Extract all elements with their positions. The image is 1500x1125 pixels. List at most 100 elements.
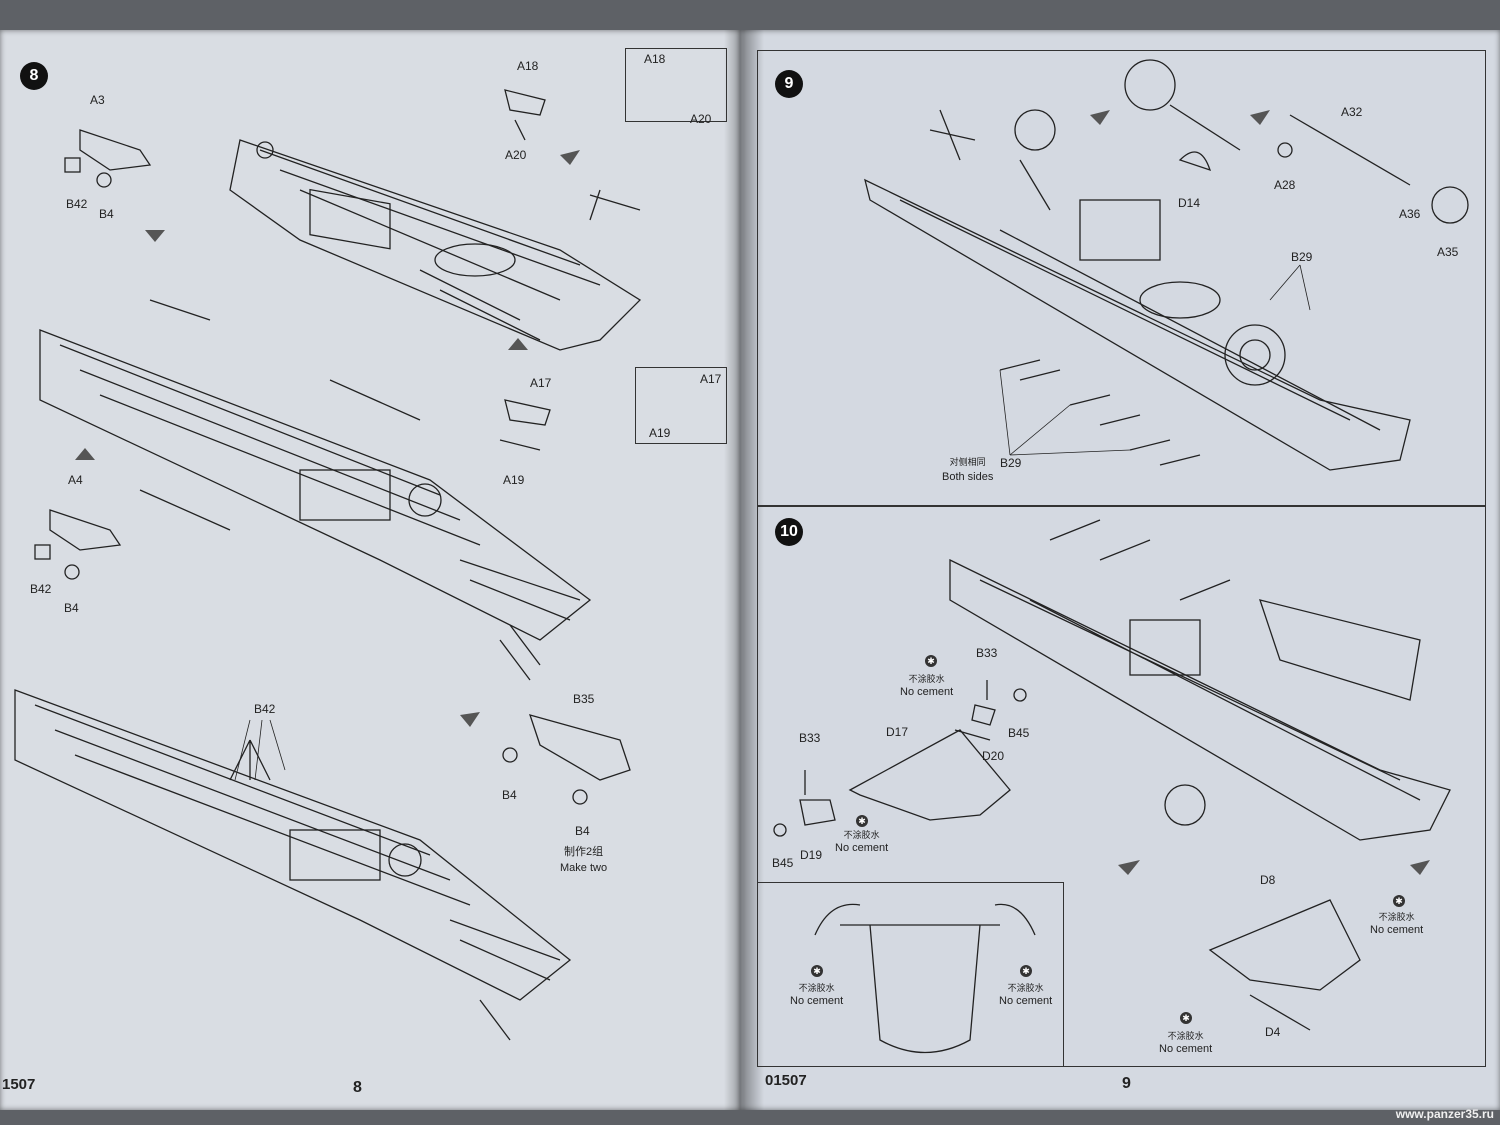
part-d14: [1178, 151, 1212, 172]
part-b4-top: [96, 172, 112, 188]
part-a28: [1277, 142, 1293, 158]
label-b42-mid: B42: [30, 582, 52, 596]
detail-d4-rod: [1249, 994, 1311, 1031]
label-a20-main: A20: [505, 148, 527, 162]
no-cement-icon: ✱: [925, 655, 937, 667]
label-b42-top: B42: [66, 197, 88, 211]
step-number-8: 8: [20, 62, 48, 90]
no-cement-cn: 不涂胶水: [908, 674, 945, 684]
label-d4: D4: [1265, 1025, 1281, 1039]
no-cement-note-3: 不涂胶水 No cement: [790, 982, 843, 1008]
left-instruction-page: [0, 30, 740, 1110]
no-cement-cn: 不涂胶水: [843, 830, 880, 840]
part-a35: [1431, 186, 1469, 224]
label-b33-top: B33: [976, 646, 998, 660]
both-sides-en: Both sides: [942, 471, 994, 483]
no-cement-note-6: 不涂胶水 No cement: [1159, 1030, 1212, 1056]
part-b4-bottom1: [502, 747, 518, 763]
label-a20-box: A20: [690, 112, 712, 126]
chassis-drawing-step10: [949, 519, 1451, 841]
make-two-cn: 制作2组: [563, 846, 604, 858]
both-sides-cn: 对侧相同: [949, 457, 986, 467]
no-cement-en: No cement: [900, 686, 954, 698]
label-b33-left: B33: [799, 731, 821, 745]
part-b45-top: [1013, 688, 1027, 702]
right-instruction-page: [740, 30, 1500, 1110]
label-b4-top: B4: [99, 207, 114, 221]
part-d20: [971, 704, 996, 726]
label-a18-main: A18: [517, 59, 539, 73]
label-b4-mid: B4: [64, 601, 79, 615]
part-b4-bottom2: [572, 789, 588, 805]
part-a18-a20: [504, 89, 546, 141]
chassis-drawing-step8-middle: [39, 299, 592, 681]
part-b42-mid: [34, 544, 51, 560]
left-product-code: 1507: [2, 1076, 36, 1093]
label-a19-main: A19: [503, 473, 525, 487]
part-b29-pegs: [999, 359, 1201, 466]
no-cement-icon: ✱: [1180, 1012, 1192, 1024]
part-steering-wheel: [1124, 59, 1176, 111]
part-b45-left: [773, 823, 787, 837]
part-a17-a19: [499, 399, 551, 451]
label-d17: D17: [886, 725, 909, 739]
inset-box-a17-a19: [635, 367, 727, 444]
label-a28: A28: [1274, 178, 1296, 192]
no-cement-cn: 不涂胶水: [1007, 983, 1044, 993]
no-cement-en: No cement: [999, 995, 1053, 1007]
right-product-code: 01507: [765, 1072, 807, 1089]
label-d14: D14: [1178, 196, 1201, 210]
label-a35: A35: [1437, 245, 1459, 259]
step10-detail-box: [757, 882, 1064, 1067]
chassis-drawing-step8-bottom: [14, 689, 572, 1041]
chassis-drawing-step8-top: [229, 139, 642, 351]
label-a17-box: A17: [700, 372, 722, 386]
no-cement-en: No cement: [835, 842, 889, 854]
label-a4: A4: [68, 473, 83, 487]
make-two-en: Make two: [560, 862, 608, 874]
part-b42-top: [64, 157, 81, 173]
part-b4-mid: [64, 564, 80, 580]
no-cement-note-5: 不涂胶水 No cement: [1370, 911, 1423, 937]
label-b45-left: B45: [772, 856, 794, 870]
no-cement-cn: 不涂胶水: [798, 983, 835, 993]
no-cement-en: No cement: [1370, 924, 1424, 936]
part-a4: [49, 509, 122, 551]
no-cement-note-4: 不涂胶水 No cement: [999, 982, 1052, 1008]
chassis-drawing-step9: [864, 109, 1411, 471]
inset-box-a18-a20: [625, 48, 727, 122]
part-d17-frame: [848, 729, 1011, 821]
no-cement-icon: ✱: [1393, 895, 1405, 907]
no-cement-icon: ✱: [856, 815, 868, 827]
part-d19: [799, 799, 836, 826]
part-a32: [1289, 114, 1411, 186]
label-b4-bottom1: B4: [502, 788, 517, 802]
label-d19: D19: [800, 848, 823, 862]
label-b35: B35: [573, 692, 595, 706]
right-page-number: 9: [1122, 1075, 1131, 1092]
label-a17-main: A17: [530, 376, 552, 390]
part-b35: [528, 714, 631, 781]
label-a36: A36: [1399, 207, 1421, 221]
label-b29-top: B29: [1291, 250, 1313, 264]
step-number-9: 9: [775, 70, 803, 98]
watermark: www.panzer35.ru: [1395, 1107, 1494, 1121]
label-d20: D20: [982, 749, 1005, 763]
make-two-note: 制作2组 Make two: [560, 846, 607, 875]
no-cement-note-2: 不涂胶水 No cement: [835, 829, 888, 855]
label-a18-box: A18: [644, 52, 666, 66]
no-cement-icon: ✱: [1020, 965, 1032, 977]
step-number-10: 10: [775, 518, 803, 546]
label-a3: A3: [90, 93, 105, 107]
detail-d8-frame: [1208, 899, 1361, 991]
left-page-number: 8: [353, 1079, 362, 1096]
direction-arrows: [75, 110, 1430, 875]
step9-panel: [757, 50, 1486, 507]
no-cement-cn: 不涂胶水: [1378, 912, 1415, 922]
no-cement-icon: ✱: [811, 965, 823, 977]
label-b4-bottom2: B4: [575, 824, 590, 838]
no-cement-en: No cement: [790, 995, 844, 1007]
no-cement-en: No cement: [1159, 1043, 1213, 1055]
leader-lines: [234, 264, 1311, 781]
